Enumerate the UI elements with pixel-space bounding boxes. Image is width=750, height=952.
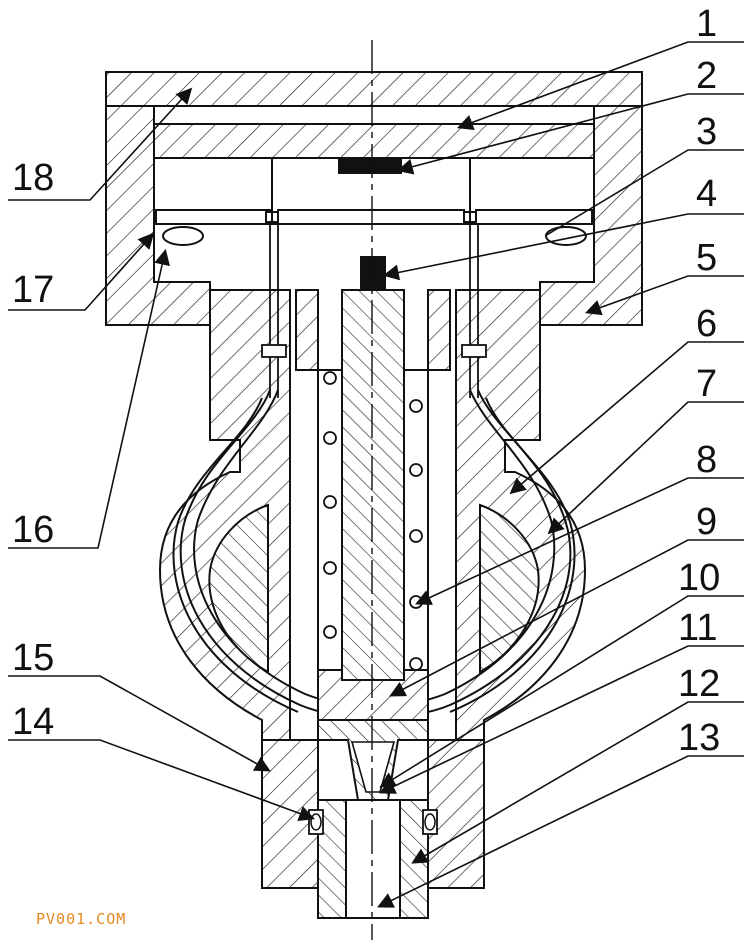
nozzle-cone <box>317 719 429 801</box>
leader-14 <box>8 739 316 822</box>
label-7: 7 <box>696 363 717 405</box>
top-cover <box>105 71 643 107</box>
part-labels: 1 2 3 4 5 6 7 8 9 10 11 12 13 14 15 16 1… <box>12 3 720 759</box>
o-rings <box>162 226 587 246</box>
label-8: 8 <box>696 439 717 481</box>
leader-4 <box>382 213 744 281</box>
label-2: 2 <box>696 55 717 97</box>
label-1: 1 <box>696 3 717 45</box>
leader-15 <box>8 675 271 772</box>
leader-5 <box>584 275 744 316</box>
label-3: 3 <box>696 111 717 153</box>
leader-9 <box>389 539 744 697</box>
label-4: 4 <box>696 173 717 215</box>
label-5: 5 <box>696 237 717 279</box>
leader-18 <box>8 87 193 201</box>
leader-17 <box>8 232 155 311</box>
leader-3 <box>544 149 744 237</box>
bottom-fitting <box>261 739 485 919</box>
label-12: 12 <box>678 663 720 705</box>
label-11: 11 <box>678 607 717 649</box>
leader-1 <box>457 41 744 131</box>
chamber-frame <box>153 157 595 225</box>
label-6: 6 <box>696 303 717 345</box>
leader-7 <box>547 401 744 535</box>
label-10: 10 <box>678 557 720 599</box>
inner-wings <box>208 503 540 674</box>
sensor-elements <box>338 158 402 292</box>
leader-lines <box>8 41 744 908</box>
watermark-text: PV001.COM <box>36 910 127 928</box>
leader-12 <box>411 701 744 864</box>
leader-16 <box>8 248 170 549</box>
leader-8 <box>415 477 744 605</box>
inner-plate <box>153 123 595 159</box>
capillary-tubes <box>261 224 487 398</box>
leader-2 <box>396 93 744 175</box>
label-14: 14 <box>12 701 54 743</box>
housing-upper <box>105 105 643 326</box>
central-housing <box>295 289 451 721</box>
leader-10 <box>379 595 744 788</box>
label-9: 9 <box>696 501 717 543</box>
label-18: 18 <box>12 157 54 199</box>
leader-11 <box>379 645 744 794</box>
leader-13 <box>377 755 744 908</box>
label-15: 15 <box>12 637 54 679</box>
label-16: 16 <box>12 509 54 551</box>
label-17: 17 <box>12 269 54 311</box>
label-13: 13 <box>678 717 720 759</box>
leader-6 <box>509 341 744 495</box>
